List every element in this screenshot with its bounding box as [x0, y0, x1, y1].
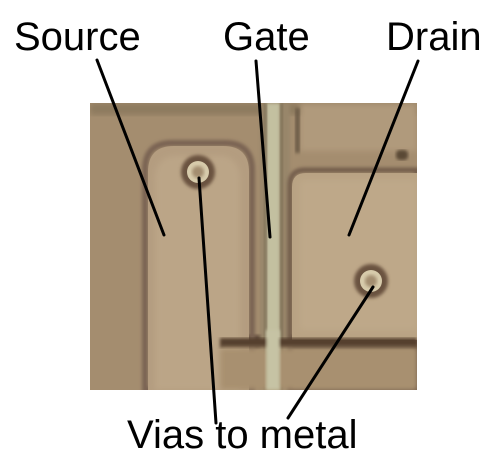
gate-leader-line: [254, 59, 272, 239]
drain-leader-line: [347, 59, 420, 237]
drain-region: [287, 150, 417, 390]
source-via: [181, 155, 215, 189]
vias-leader-line-drain: [286, 285, 375, 420]
source-region: [142, 140, 255, 390]
drain-label: Drain: [386, 15, 482, 59]
vias-leader-line-source: [197, 176, 218, 425]
leader-lines: [95, 58, 420, 425]
source-label: Source: [14, 15, 141, 59]
gate-label: Gate: [223, 15, 310, 59]
vias-to-metal-label: Vias to metal: [127, 413, 358, 457]
source-leader-line: [95, 58, 166, 237]
drain-via: [354, 264, 388, 298]
